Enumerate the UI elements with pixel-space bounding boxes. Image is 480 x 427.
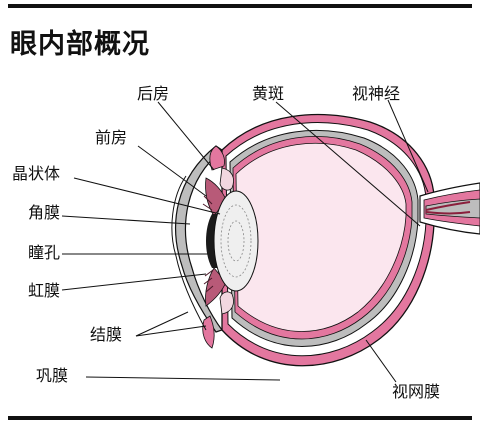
label-posterior-chamber: 后房 xyxy=(137,84,170,103)
label-cornea: 角膜 xyxy=(28,203,61,222)
label-sclera: 巩膜 xyxy=(36,366,69,385)
label-iris: 虹膜 xyxy=(28,281,61,300)
leader-lines xyxy=(61,99,429,383)
diagram-title: 眼内部概况 xyxy=(10,29,150,60)
label-anterior-chamber: 前房 xyxy=(95,128,128,147)
label-optic-nerve: 视神经 xyxy=(352,84,401,103)
ciliary-lower xyxy=(219,291,234,315)
label-macula: 黄斑 xyxy=(252,84,285,103)
conjunctiva-shape xyxy=(209,145,225,171)
cornea-shape xyxy=(175,145,224,333)
pupil-shape xyxy=(206,214,220,268)
ciliary-upper xyxy=(219,167,234,191)
label-retina: 视网膜 xyxy=(392,382,441,401)
label-pupil: 瞳孔 xyxy=(28,243,61,262)
bottom-rule xyxy=(8,416,472,420)
top-rule xyxy=(8,4,472,8)
vitreous-body xyxy=(235,142,407,332)
label-conjunctiva: 结膜 xyxy=(90,325,123,344)
label-lens: 晶状体 xyxy=(12,164,61,183)
